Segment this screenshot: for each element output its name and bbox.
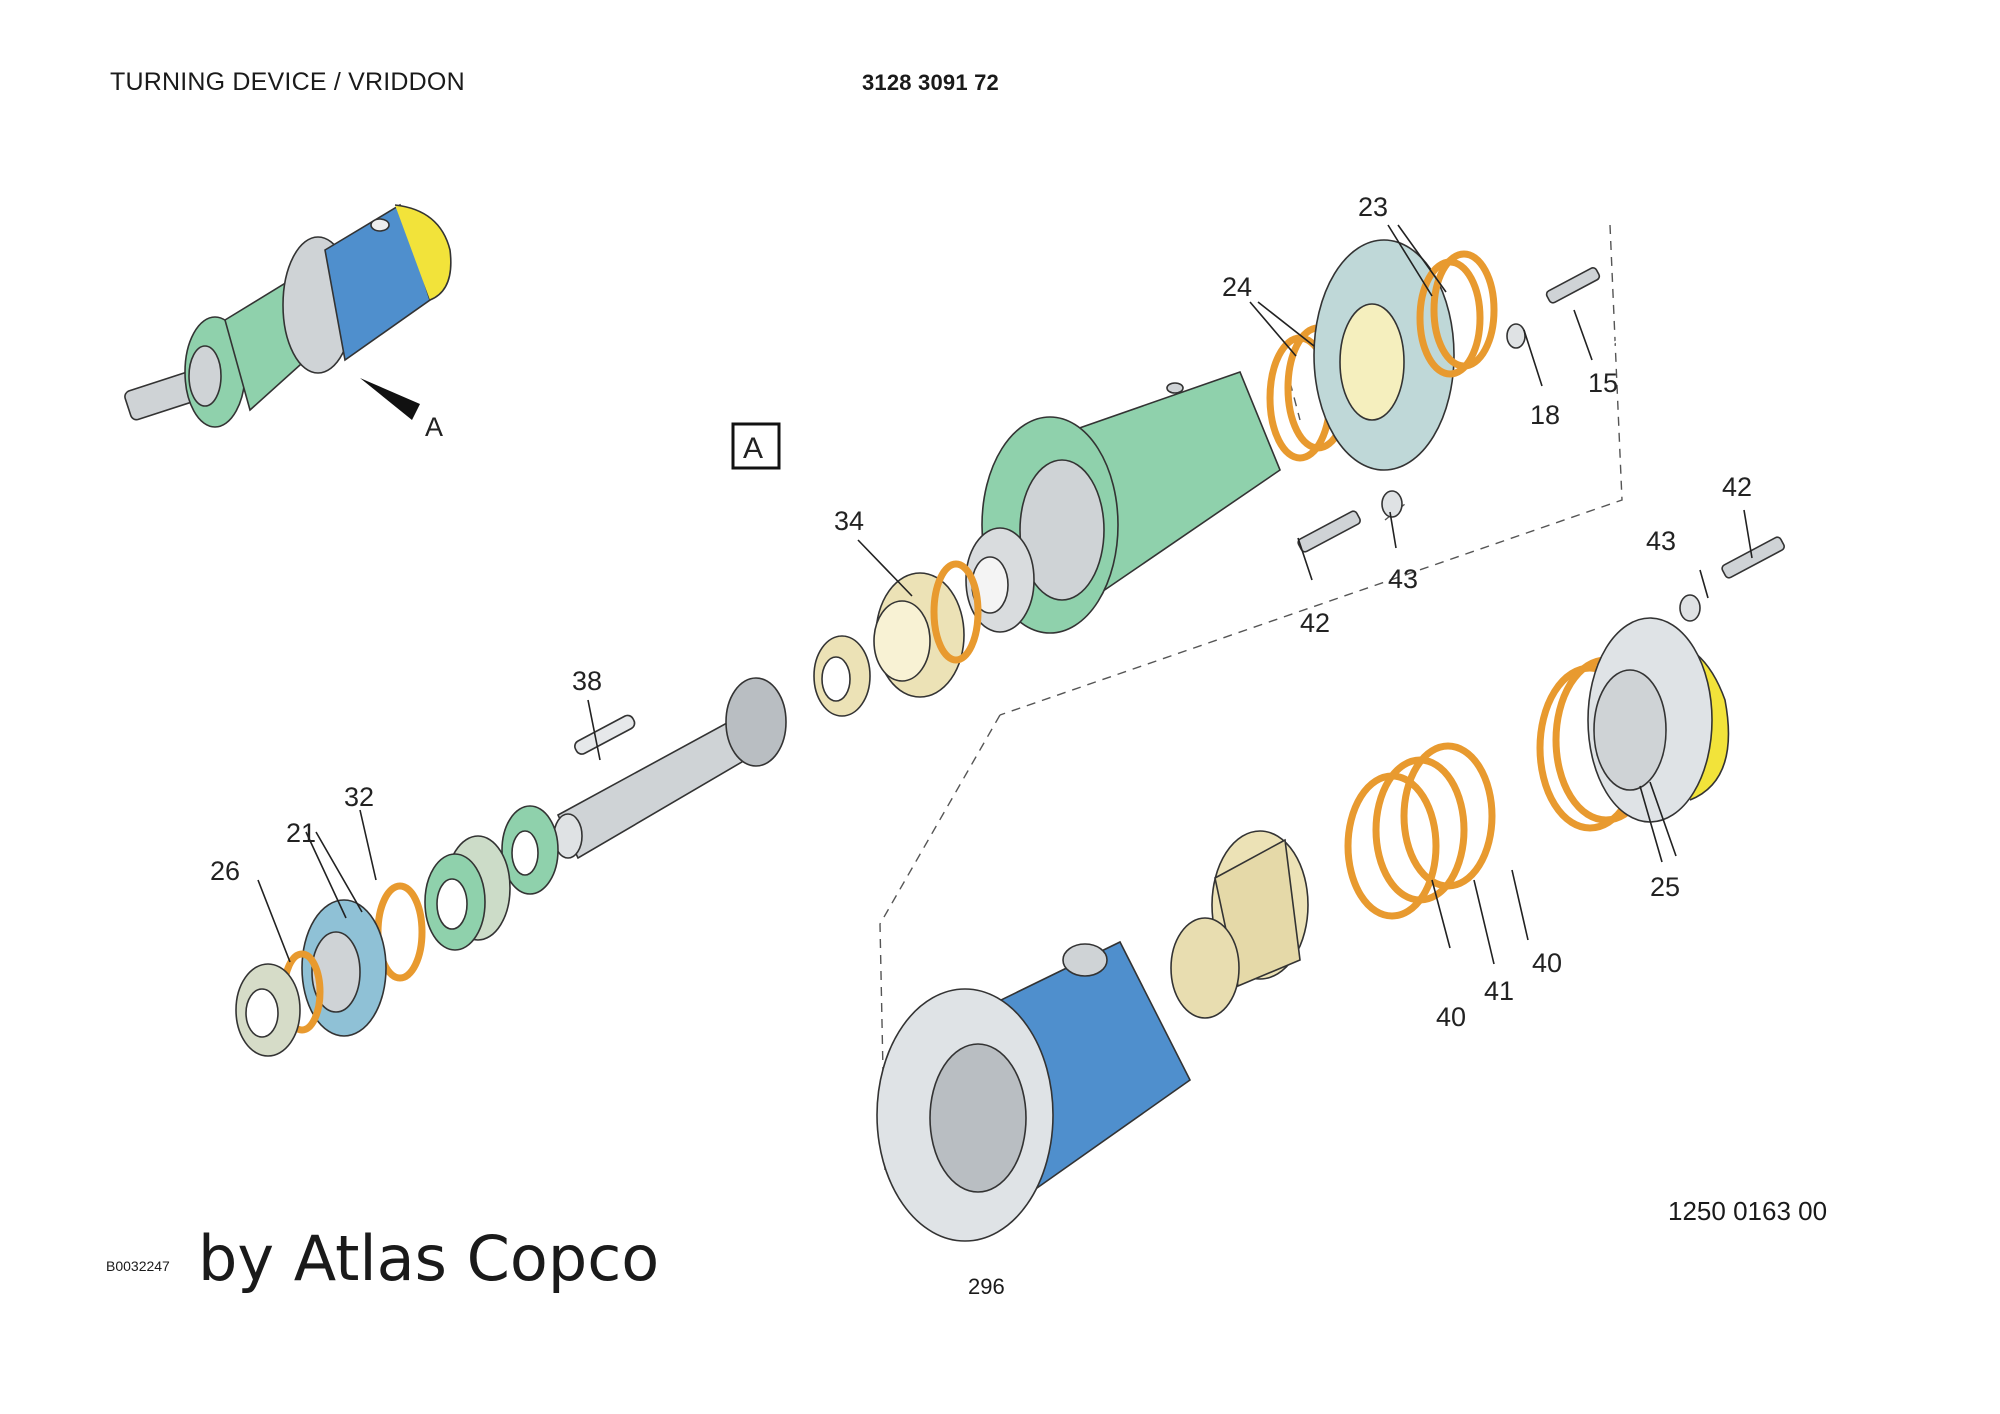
bolt-42-lower <box>1721 536 1785 579</box>
bolt-15 <box>1545 267 1601 304</box>
callout-43-upper: 43 <box>1388 564 1418 594</box>
callout-40-right: 40 <box>1532 948 1562 978</box>
callout-32: 32 <box>344 782 374 812</box>
part-number: 3128 3091 72 <box>862 70 999 95</box>
callout-42-right: 42 <box>1722 472 1752 502</box>
callout-24: 24 <box>1222 272 1252 302</box>
callout-21: 21 <box>286 818 316 848</box>
piston <box>1170 830 1309 1019</box>
drawing-number: 1250 0163 00 <box>1668 1196 1828 1226</box>
page-number: 296 <box>968 1274 1005 1299</box>
callout-43-right: 43 <box>1646 526 1676 556</box>
washer-43-lower <box>1679 594 1701 622</box>
callout-34: 34 <box>834 506 864 536</box>
end-cap-assembly <box>235 882 426 1057</box>
callout-18: 18 <box>1530 400 1560 430</box>
centre-axis <box>229 289 1721 1031</box>
callout-26: 26 <box>210 856 240 886</box>
yellow-end-flange <box>1587 617 1730 823</box>
document-code: B0032247 <box>106 1258 170 1274</box>
callout-42-upper: 42 <box>1300 608 1330 638</box>
splined-hub <box>965 527 1035 633</box>
washer-18 <box>1506 323 1526 349</box>
callout-41: 41 <box>1484 976 1514 1006</box>
view-label: A <box>743 432 763 465</box>
callout-25: 25 <box>1650 872 1680 902</box>
bushing-34 <box>813 560 982 717</box>
assembly-overview <box>124 203 452 428</box>
brand-watermark: by Atlas Copco <box>198 1222 660 1295</box>
piston-rings <box>1344 742 1496 920</box>
seal-pair-23 <box>1416 250 1498 378</box>
page-title: TURNING DEVICE / VRIDDON <box>110 68 465 96</box>
leader-lines <box>257 224 1753 965</box>
view-label-box <box>731 422 781 470</box>
green-spacer-rings <box>424 805 559 951</box>
callout-15: 15 <box>1588 368 1618 398</box>
callout-38: 38 <box>572 666 602 696</box>
bolt-42-upper <box>1297 510 1361 553</box>
detail-marker-label: A <box>425 412 443 442</box>
blue-housing <box>876 940 1192 1242</box>
washer-43-upper <box>1381 490 1403 518</box>
view-pointer-arrow <box>360 378 420 420</box>
callout-40-left: 40 <box>1436 1002 1466 1032</box>
drive-shaft <box>553 677 787 860</box>
callout-23: 23 <box>1358 192 1388 222</box>
